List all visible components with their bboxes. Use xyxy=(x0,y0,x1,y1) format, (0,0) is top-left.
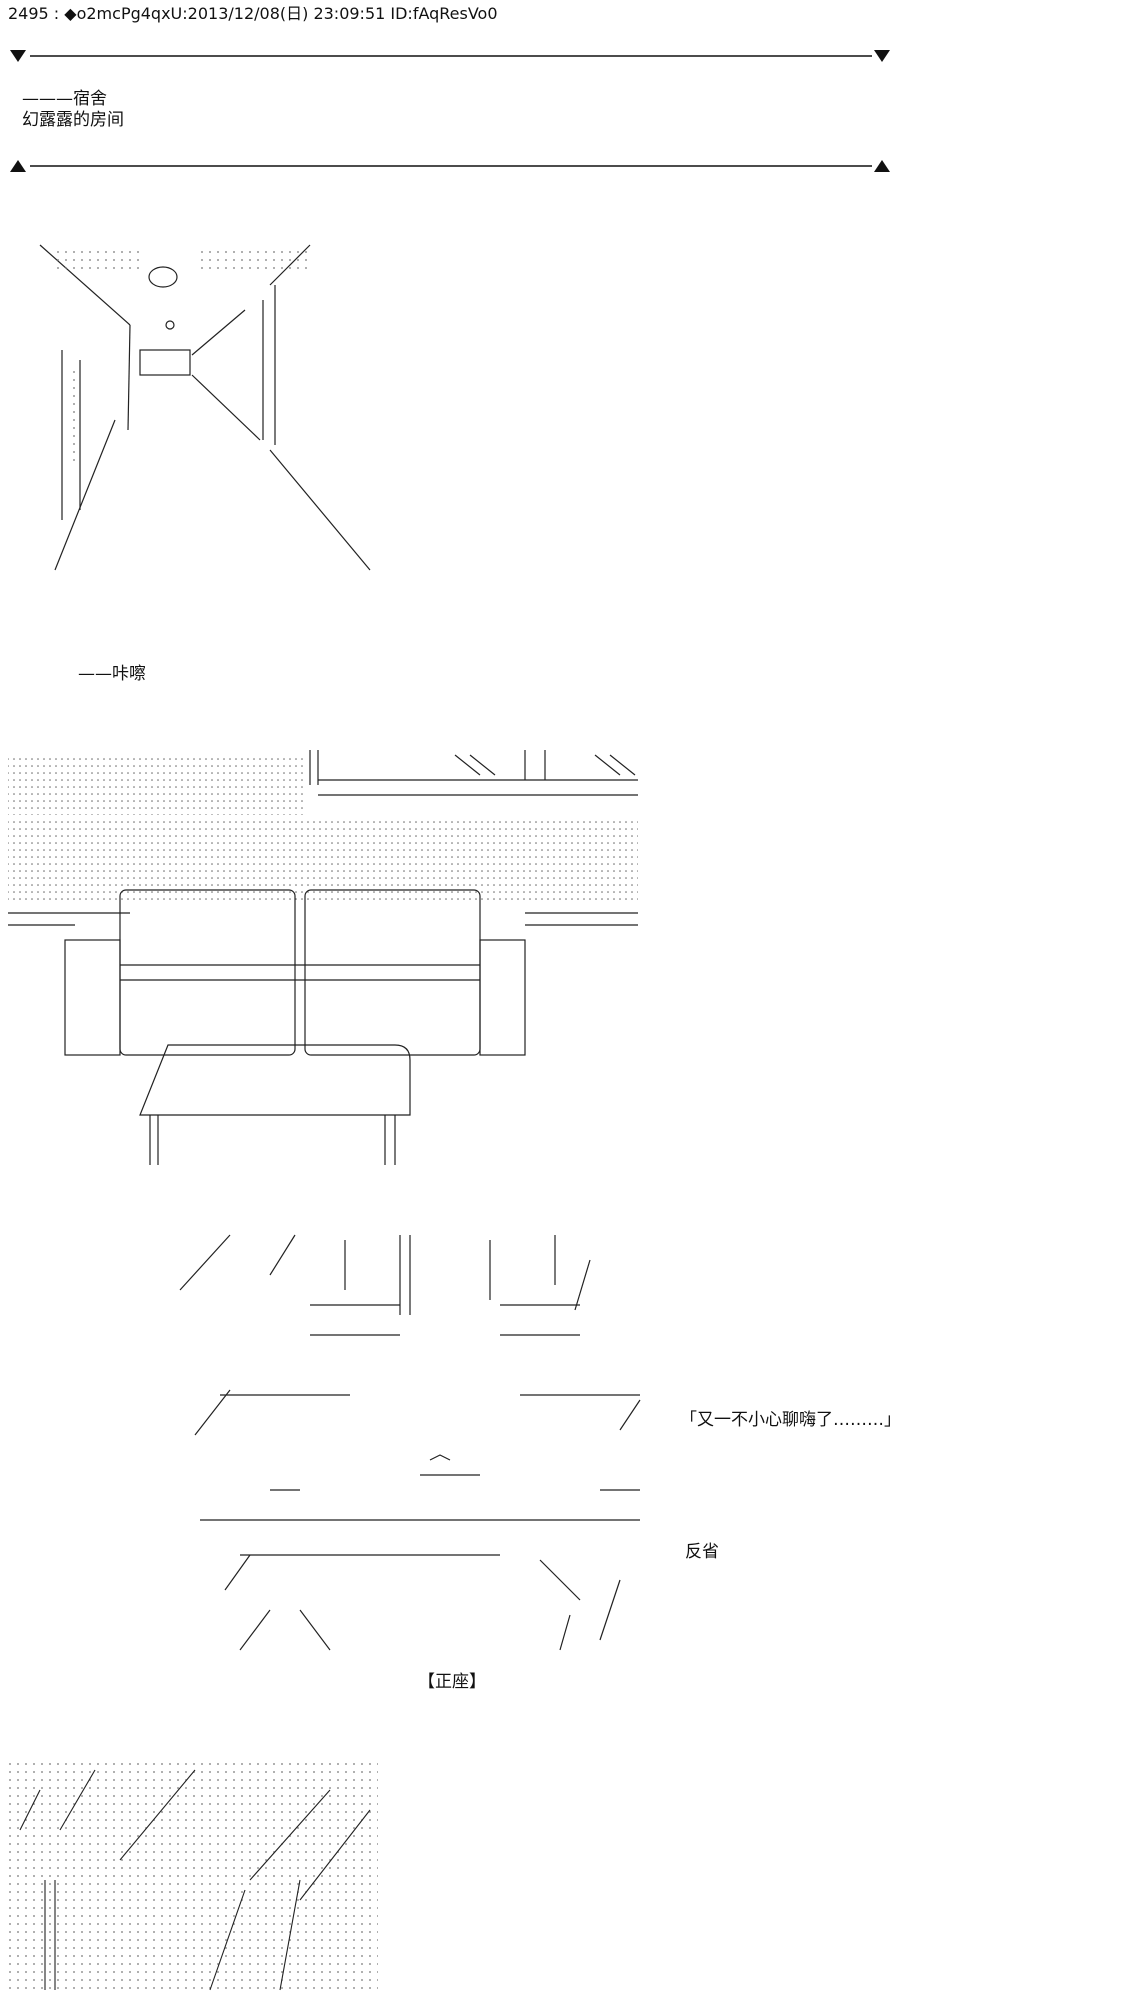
sofa-drawing xyxy=(8,750,638,1165)
speech-line: 「又一不小心聊嗨了………」 xyxy=(680,1410,901,1430)
down-triangle-icon xyxy=(10,50,26,62)
room-corner-drawing xyxy=(39,244,371,571)
sound-effect: ——咔嚓 xyxy=(78,664,146,684)
scene-frame-top-rule xyxy=(10,50,890,62)
up-triangle-icon xyxy=(10,160,26,172)
caption-seiza: 【正座】 xyxy=(418,1672,486,1692)
location-line-2: 幻露露的房间 xyxy=(22,110,124,130)
reflect-label: 反省 xyxy=(685,1542,719,1562)
up-triangle-icon xyxy=(874,160,890,172)
down-triangle-icon xyxy=(874,50,890,62)
hair-closeup-drawing xyxy=(19,1769,371,1991)
location-line-1: ———宿舍 xyxy=(22,89,107,109)
post-header: 2495 : ◆o2mcPg4qxU:2013/12/08(日) 23:09:5… xyxy=(8,4,498,23)
scene-frame-bottom-rule xyxy=(10,160,890,172)
kneeling-character-drawing xyxy=(179,1234,641,1651)
